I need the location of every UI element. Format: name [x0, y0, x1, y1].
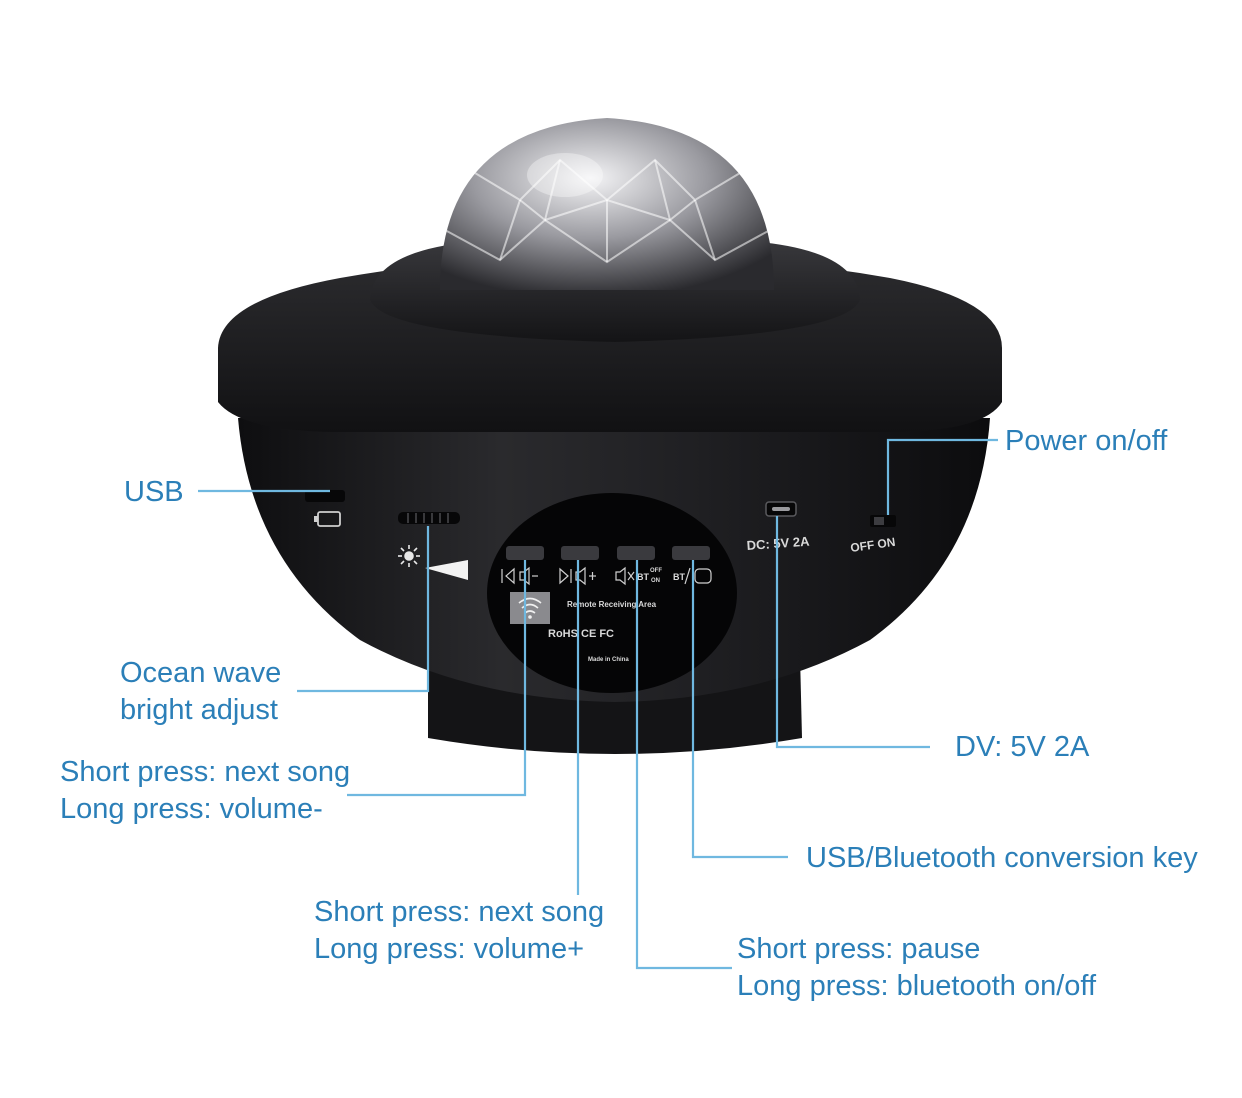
cert-marks: RoHS CE FC: [548, 628, 614, 640]
svg-text:BT: BT: [637, 572, 649, 582]
brightness-wheel: [398, 512, 460, 524]
prev-long-press-label: Long press: volume-: [60, 793, 323, 825]
usb-port: [305, 490, 345, 502]
pause-long-press-label: Long press: bluetooth on/off: [737, 970, 1097, 1002]
prev-short-press-label: Short press: next song: [60, 756, 351, 788]
svg-text:OFF: OFF: [650, 568, 662, 574]
power-label: Power on/off: [1005, 425, 1168, 457]
leader-lines: [198, 438, 998, 970]
leader-mode: [691, 560, 788, 859]
remote-receiver-icon: [510, 592, 550, 624]
leader-ocean-wave: [297, 526, 430, 693]
svg-text:ON: ON: [651, 578, 660, 584]
brightness-sun-icon: [398, 545, 420, 567]
dc-port-text: DC: 5V 2A: [746, 534, 810, 553]
next-short-press-label: Short press: next song: [314, 896, 605, 928]
leader-dv: [775, 516, 930, 749]
control-panel: [487, 493, 737, 693]
button-prev: [506, 546, 544, 560]
made-in-text: Made in China: [588, 657, 629, 663]
pause-short-press-label: Short press: pause: [737, 933, 981, 965]
leader-prev: [347, 560, 527, 797]
brightness-wedge-icon: [425, 560, 468, 580]
leader-pause: [635, 560, 732, 970]
svg-text:BT: BT: [673, 572, 685, 582]
button-next: [561, 546, 599, 560]
ocean-wave-label-line1: Ocean wave: [120, 657, 282, 689]
dv-label: DV: 5V 2A: [955, 731, 1090, 763]
conversion-key-label: USB/Bluetooth conversion key: [806, 842, 1198, 874]
switch-text: OFF ON: [849, 535, 896, 555]
remote-area-text: Remote Receiving Area: [567, 600, 657, 609]
ocean-wave-label-line2: bright adjust: [120, 694, 278, 726]
button-mode: [672, 546, 710, 560]
leader-power: [886, 438, 998, 515]
button-pause: [617, 546, 655, 560]
next-long-press-label: Long press: volume+: [314, 933, 585, 965]
usb-label: USB: [124, 476, 184, 508]
